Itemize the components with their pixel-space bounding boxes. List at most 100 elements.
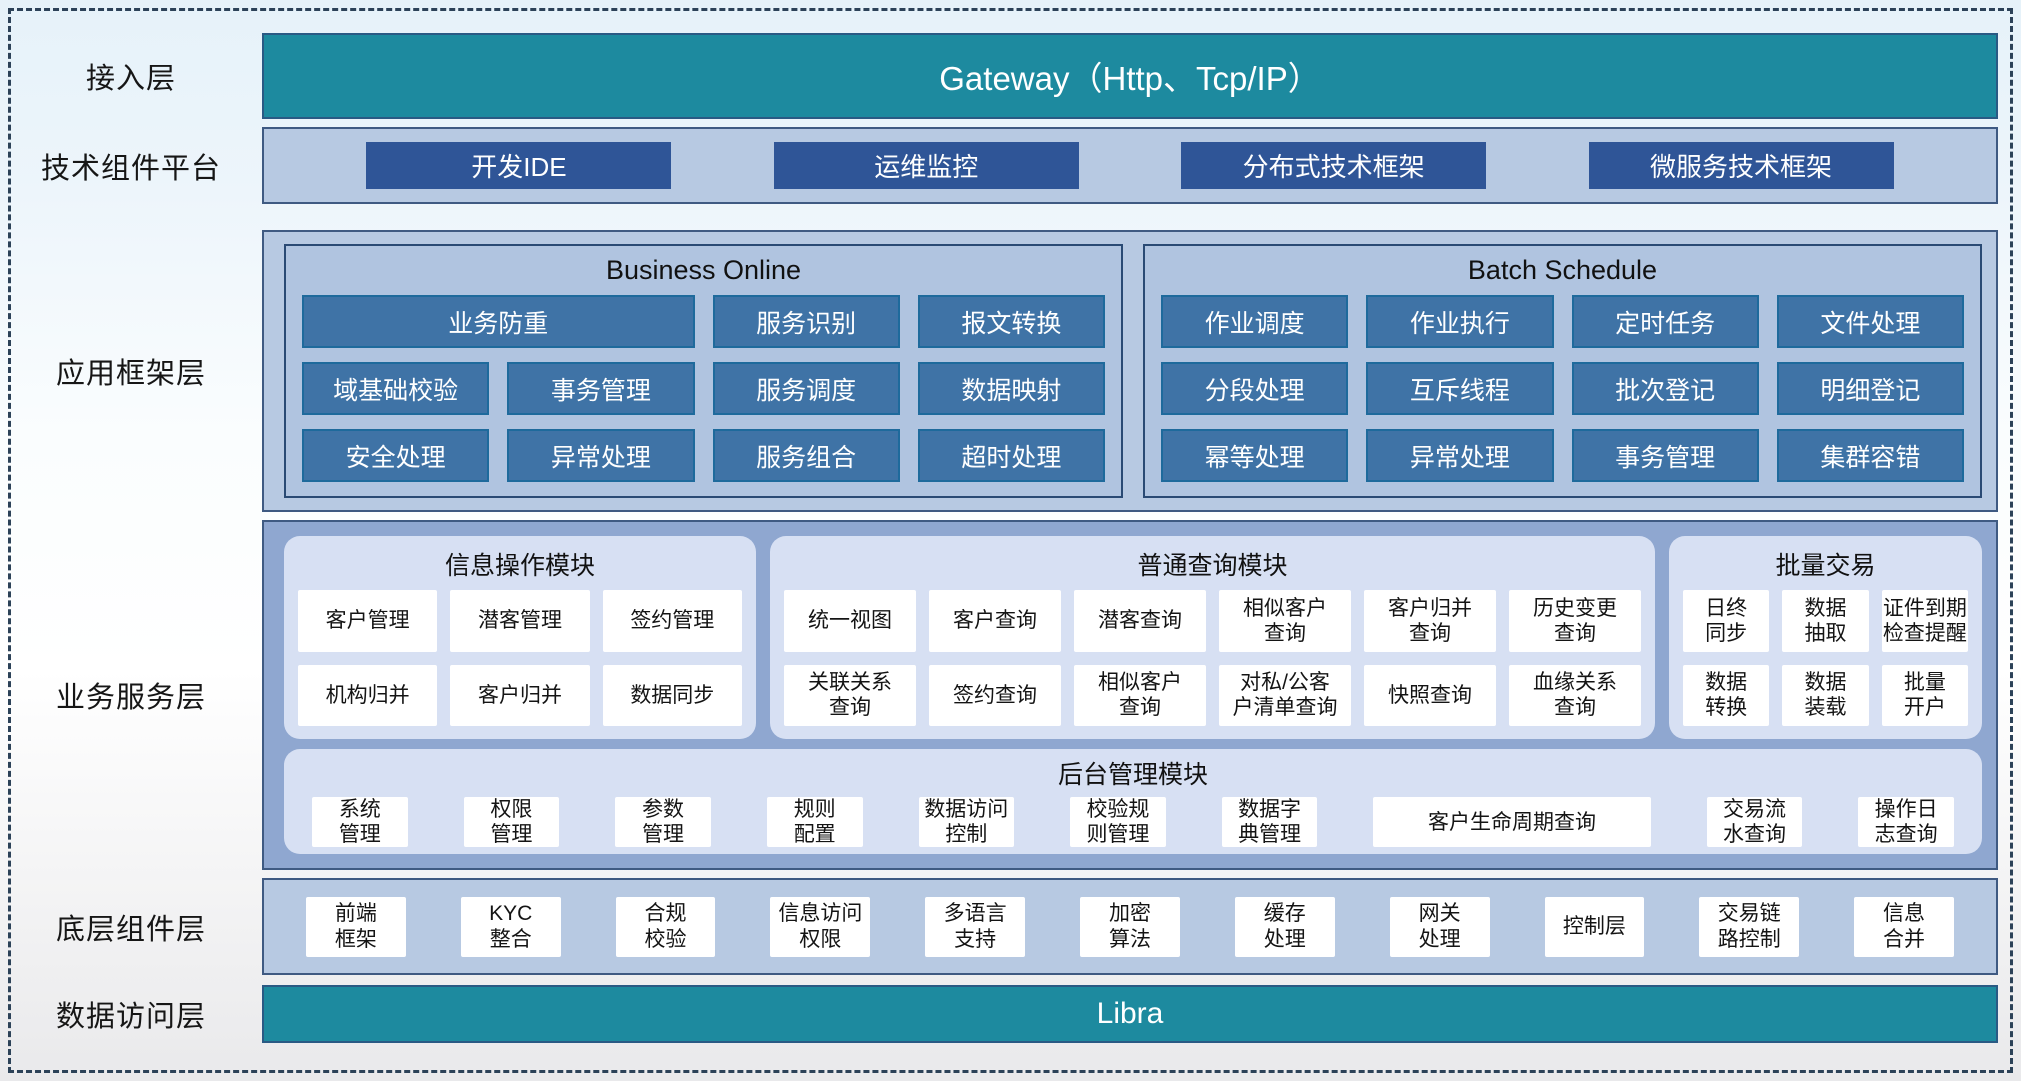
- info-operation-module-card: 信息操作模块 客户管理 潜客管理 签约管理 机构归并: [284, 536, 756, 739]
- business-online-block: 服务调度: [712, 362, 900, 415]
- query-module-block: 相似客户 查询: [1219, 590, 1351, 652]
- query-module-block: 客户查询: [929, 590, 1061, 652]
- app-framework-panel: Business Online 业务防重 服务识别 报文转换 域基础校验: [262, 230, 1998, 512]
- info-operation-grid: 客户管理 潜客管理 签约管理 机构归并 客户归并: [298, 590, 742, 726]
- info-operation-block: 潜客管理: [450, 590, 590, 652]
- component-block: 加密 算法: [1080, 896, 1180, 957]
- business-service-panel: 信息操作模块 客户管理 潜客管理 签约管理 机构归并: [262, 520, 1998, 870]
- batch-schedule-block: 作业调度: [1161, 295, 1349, 348]
- batch-schedule-panel: Batch Schedule 作业调度 作业执行 定时任务 文件处理: [1143, 244, 1982, 498]
- components-label: 底层组件层: [55, 913, 206, 946]
- business-online-block: 数据映射: [917, 362, 1105, 415]
- query-module-grid: 统一视图 客户查询 潜客查询 相似客户 查询 客户归并 查询: [784, 590, 1641, 726]
- query-module-block: 签约查询: [929, 664, 1061, 726]
- query-module-block: 历史变更 查询: [1509, 590, 1641, 652]
- info-operation-module-title: 信息操作模块: [444, 552, 595, 580]
- batch-trade-block: 数据 装载: [1782, 664, 1869, 726]
- app-framework-label: 应用框架层: [55, 358, 206, 390]
- batch-schedule-block: 批次登记: [1571, 362, 1759, 415]
- layer-bands: 接入层 Gateway（Http、Tcp/IP） 技术组件平台 开发IDE 运维…: [0, 33, 2021, 1043]
- business-online-block: 业务防重: [302, 295, 695, 348]
- info-operation-block: 签约管理: [602, 590, 742, 652]
- business-online-block: 超时处理: [917, 429, 1105, 482]
- component-block: 信息访问 权限: [770, 896, 871, 957]
- tech-component-block: 运维监控: [773, 142, 1079, 189]
- info-operation-block: 客户管理: [298, 590, 438, 652]
- admin-module-block: 操作日 志查询: [1858, 797, 1954, 848]
- query-module-block: 相似客户 查询: [1074, 664, 1206, 726]
- batch-trade-module-card: 批量交易 日终 同步 数据 抽取 证件到期 检查提醒 数据 转换: [1669, 536, 1982, 739]
- components-panel: 前端 框架 KYC 整合 合规 校验 信息访问 权限 多语言 支持 加密 算法 …: [262, 878, 1998, 975]
- business-online-block: 域基础校验: [302, 362, 490, 415]
- access-layer-band: 接入层 Gateway（Http、Tcp/IP）: [0, 33, 2021, 119]
- component-block: 网关 处理: [1389, 896, 1490, 957]
- batch-schedule-block: 分段处理: [1161, 362, 1349, 415]
- batch-schedule-title: Batch Schedule: [1467, 255, 1658, 285]
- component-block: 缓存 处理: [1234, 896, 1335, 957]
- service-module-row: 信息操作模块 客户管理 潜客管理 签约管理 机构归并: [284, 536, 1982, 739]
- component-block: KYC 整合: [460, 896, 561, 957]
- access-layer-gutter: 接入层: [0, 33, 262, 119]
- component-block: 交易链 路控制: [1699, 896, 1800, 957]
- tech-platform-panel: 开发IDE 运维监控 分布式技术框架 微服务技术框架: [262, 127, 1998, 204]
- info-operation-block: 数据同步: [602, 664, 742, 726]
- batch-trade-module-title: 批量交易: [1775, 552, 1876, 580]
- batch-schedule-block: 异常处理: [1366, 429, 1554, 482]
- app-framework-gutter: 应用框架层: [0, 230, 262, 512]
- app-framework-band: 应用框架层 Business Online 业务防重 服务识别 报文转换: [0, 230, 2021, 512]
- admin-module-row: 系统 管理 权限 管理 参数 管理 规则 配置 数据访问 控制 校验规 则管理: [312, 797, 1954, 848]
- business-online-grid: 业务防重 服务识别 报文转换 域基础校验 事务管理 服务调度: [302, 295, 1105, 482]
- admin-module-block: 权限 管理: [463, 797, 560, 848]
- business-online-block: 事务管理: [507, 362, 695, 415]
- component-block: 多语言 支持: [925, 896, 1026, 957]
- admin-module-block: 客户生命周期查询: [1373, 797, 1651, 848]
- batch-schedule-block: 事务管理: [1571, 429, 1759, 482]
- admin-module-title: 后台管理模块: [1057, 761, 1208, 789]
- batch-trade-block: 日终 同步: [1683, 590, 1770, 652]
- batch-schedule-block: 文件处理: [1776, 295, 1964, 348]
- business-online-block: 报文转换: [917, 295, 1105, 348]
- libra-bar: Libra: [262, 985, 1998, 1043]
- batch-schedule-block: 幂等处理: [1161, 429, 1349, 482]
- query-module-card: 普通查询模块 统一视图 客户查询 潜客查询 相似客户 查询: [770, 536, 1655, 739]
- admin-module-block: 规则 配置: [766, 797, 863, 848]
- data-access-gutter: 数据访问层: [0, 985, 262, 1043]
- tech-platform-label: 技术组件平台: [40, 152, 221, 185]
- batch-trade-block: 数据 转换: [1683, 664, 1770, 726]
- query-module-block: 客户归并 查询: [1364, 590, 1496, 652]
- admin-module-block: 参数 管理: [615, 797, 711, 848]
- batch-schedule-block: 定时任务: [1571, 295, 1759, 348]
- info-operation-block: 客户归并: [450, 664, 590, 726]
- component-block: 信息 合并: [1854, 896, 1954, 957]
- batch-schedule-block: 互斥线程: [1366, 362, 1554, 415]
- components-band: 底层组件层 前端 框架 KYC 整合 合规 校验 信息访问 权限 多语言 支持: [0, 878, 2021, 975]
- component-block: 合规 校验: [615, 896, 716, 957]
- business-online-block: 服务识别: [712, 295, 900, 348]
- batch-trade-grid: 日终 同步 数据 抽取 证件到期 检查提醒 数据 转换 数据 装载: [1683, 590, 1968, 726]
- business-online-title: Business Online: [605, 255, 802, 285]
- data-access-label: 数据访问层: [55, 1001, 206, 1033]
- admin-module-block: 系统 管理: [312, 797, 408, 848]
- component-block: 控制层: [1544, 896, 1645, 957]
- info-operation-block: 机构归并: [298, 664, 438, 726]
- query-module-block: 关联关系 查询: [784, 664, 916, 726]
- query-module-block: 对私/公客 户清单查询: [1219, 664, 1351, 726]
- batch-trade-block: 批量 开户: [1881, 664, 1968, 726]
- tech-component-block: 开发IDE: [366, 142, 672, 189]
- query-module-title: 普通查询模块: [1137, 552, 1288, 580]
- admin-module-block: 校验规 则管理: [1070, 797, 1166, 848]
- batch-schedule-grid: 作业调度 作业执行 定时任务 文件处理 分段处理 互斥线程: [1161, 295, 1964, 482]
- batch-schedule-block: 集群容错: [1776, 429, 1964, 482]
- query-module-block: 快照查询: [1364, 664, 1496, 726]
- batch-trade-block: 数据 抽取: [1782, 590, 1869, 652]
- access-layer-label: 接入层: [85, 63, 176, 95]
- query-module-block: 潜客查询: [1074, 590, 1206, 652]
- component-block: 前端 框架: [306, 896, 406, 957]
- admin-module-block: 交易流 水查询: [1706, 797, 1803, 848]
- business-online-block: 服务组合: [712, 429, 900, 482]
- business-service-gutter: 业务服务层: [0, 520, 262, 870]
- components-gutter: 底层组件层: [0, 878, 262, 975]
- batch-schedule-block: 明细登记: [1776, 362, 1964, 415]
- tech-platform-gutter: 技术组件平台: [0, 127, 262, 204]
